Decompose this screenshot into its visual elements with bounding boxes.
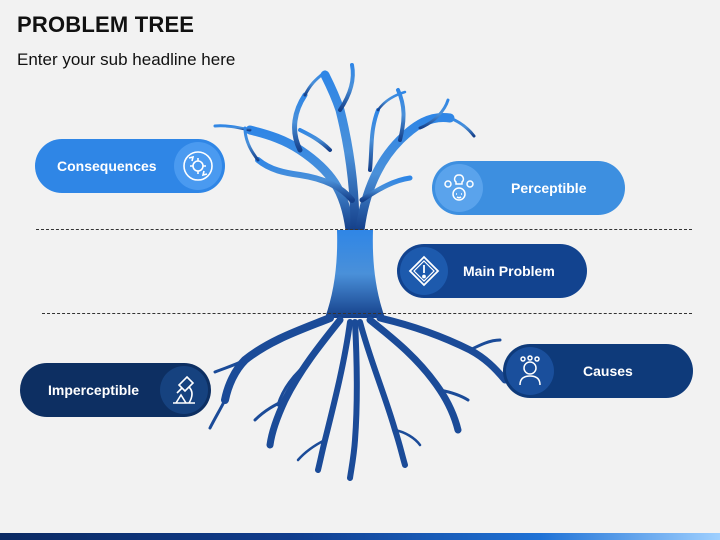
main-problem-label: Main Problem [463, 263, 555, 279]
imperceptible-pill[interactable]: Imperceptible [20, 363, 211, 417]
causes-icon-circle [506, 347, 554, 395]
bottom-accent-bar [0, 533, 720, 540]
consequences-pill[interactable]: Consequences [35, 139, 225, 193]
causes-label: Causes [583, 363, 633, 379]
warning-diamond-icon [408, 255, 440, 287]
slide-title: PROBLEM TREE [17, 12, 195, 37]
perceptible-label: Perceptible [511, 180, 587, 196]
upper-divider [36, 229, 692, 230]
tree-roots [208, 314, 509, 481]
causes-pill[interactable]: Causes [503, 344, 693, 398]
slide-subtitle: Enter your sub headline here [17, 50, 236, 69]
main-problem-pill[interactable]: Main Problem [397, 244, 587, 298]
imperceptible-icon-circle [160, 366, 208, 414]
perceptible-pill[interactable]: Perceptible [432, 161, 625, 215]
thinking-person-icon [519, 355, 541, 386]
consequences-label: Consequences [57, 158, 157, 174]
head-idea-icon [444, 174, 474, 201]
perceptible-icon-circle [435, 164, 483, 212]
imperceptible-label: Imperceptible [48, 382, 140, 398]
cycle-gear-icon [183, 151, 213, 181]
tree-trunk [325, 230, 385, 318]
main-problem-icon-circle [400, 247, 448, 295]
consequences-icon-circle [174, 142, 222, 190]
microscope-icon [173, 375, 195, 404]
lower-divider [42, 313, 692, 314]
tree-branches [213, 63, 476, 235]
